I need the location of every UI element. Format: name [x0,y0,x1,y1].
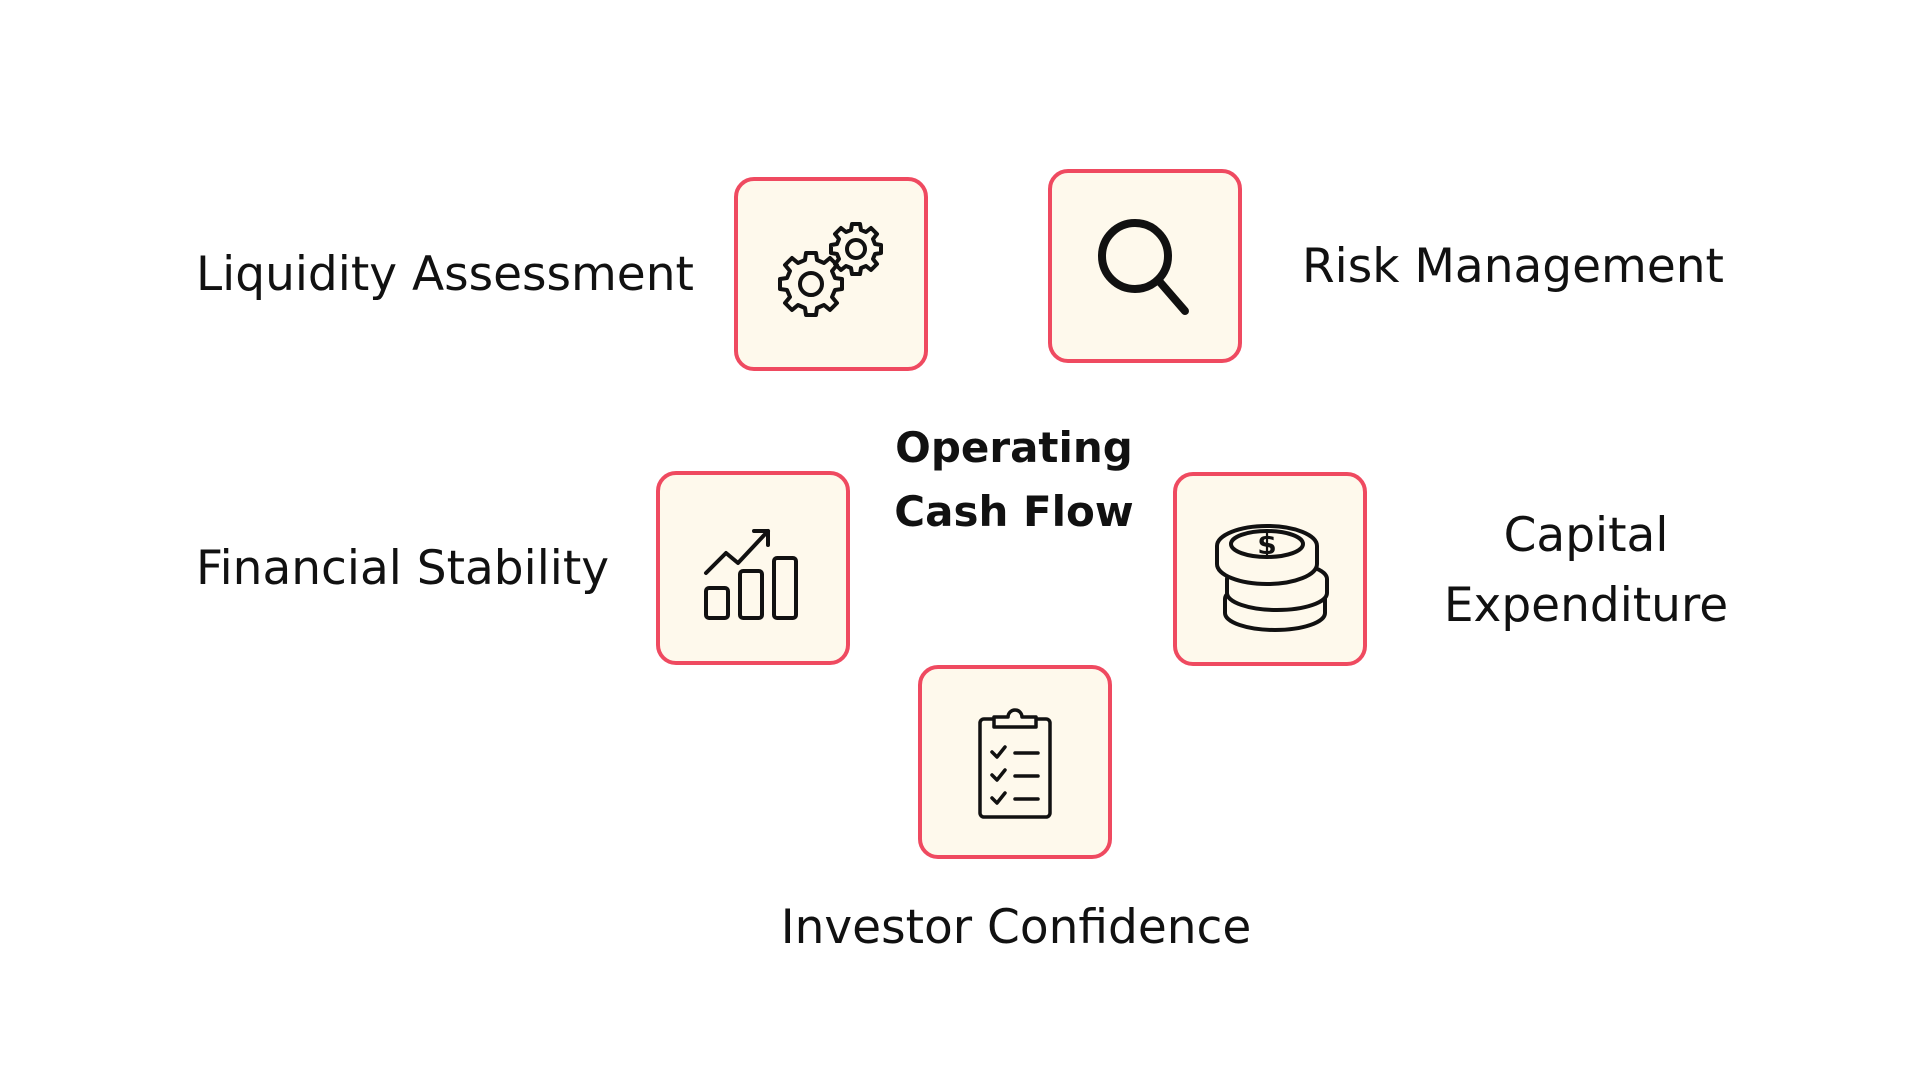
central-topic-line2: Cash Flow [894,487,1134,536]
financial-stability-card [656,471,850,665]
gears-icon [778,222,883,317]
clipboard-checklist-icon [978,708,1052,819]
central-topic-line1: Operating [895,423,1133,472]
liquidity-assessment-card [734,177,928,371]
investor-confidence-card [918,665,1112,859]
label-capital-expenditure-line1: Capital [1503,508,1669,563]
coins-icon: $ [1215,524,1329,632]
label-capital-expenditure-line2: Expenditure [1443,578,1729,633]
bar-chart-growth-icon [704,529,798,620]
capital-expenditure-card: $ [1173,472,1367,666]
label-liquidity-assessment: Liquidity Assessment [196,247,694,302]
magnifier-icon [1098,219,1189,315]
label-investor-confidence: Investor Confidence [780,900,1252,955]
svg-text:$: $ [1257,528,1276,561]
label-risk-management: Risk Management [1302,239,1724,294]
label-financial-stability: Financial Stability [196,541,610,596]
central-topic: Operating Cash Flow [894,416,1133,544]
risk-management-card [1048,169,1242,363]
